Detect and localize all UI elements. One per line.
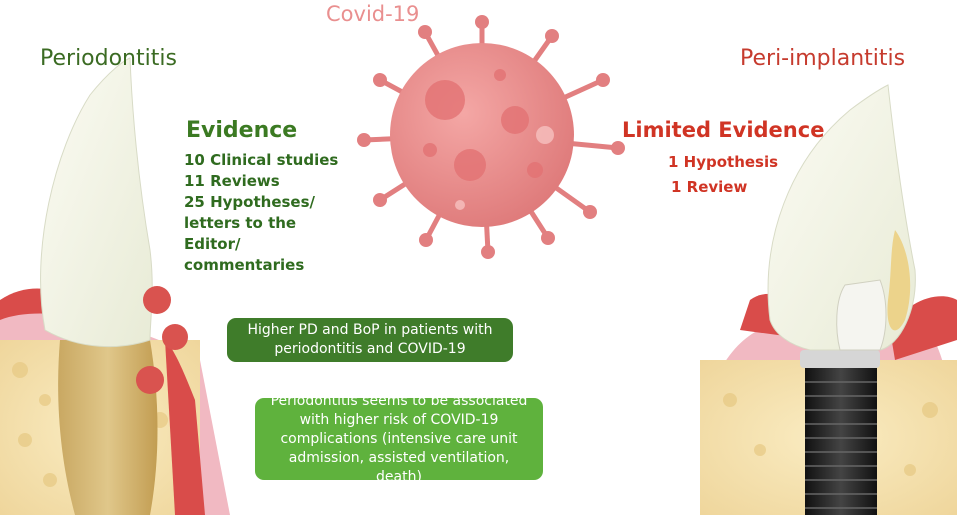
covid-virus-icon: [357, 15, 625, 259]
limited-evidence-item: 1 Review: [671, 178, 748, 196]
finding-covid-complications-box: Periodontitis seems to be associated wit…: [255, 393, 543, 485]
limited-evidence-item: 1 Hypothesis: [668, 153, 779, 171]
evidence-item: Editor/: [184, 235, 241, 253]
periodontitis-tooth-illustration: [0, 57, 230, 515]
limited-evidence-list: 1 Hypothesis 1 Review: [668, 150, 778, 200]
evidence-item: commentaries: [184, 256, 305, 274]
finding-pd-bop-box: Higher PD and BoP in patients with perio…: [227, 318, 513, 362]
limited-evidence-title: Limited Evidence: [622, 118, 825, 142]
evidence-item: 10 Clinical studies: [184, 151, 339, 169]
evidence-item: 11 Reviews: [184, 172, 280, 190]
periodontitis-title: Periodontitis: [40, 46, 177, 71]
evidence-title: Evidence: [186, 118, 298, 143]
evidence-list: 10 Clinical studies 11 Reviews 25 Hypoth…: [184, 150, 338, 276]
evidence-item: 25 Hypotheses/: [184, 193, 316, 211]
peri-implantitis-title: Peri-implantitis: [740, 46, 906, 71]
peri-implantitis-illustration: [700, 84, 957, 515]
covid-title: Covid-19: [326, 2, 420, 26]
evidence-item: letters to the: [184, 214, 297, 232]
